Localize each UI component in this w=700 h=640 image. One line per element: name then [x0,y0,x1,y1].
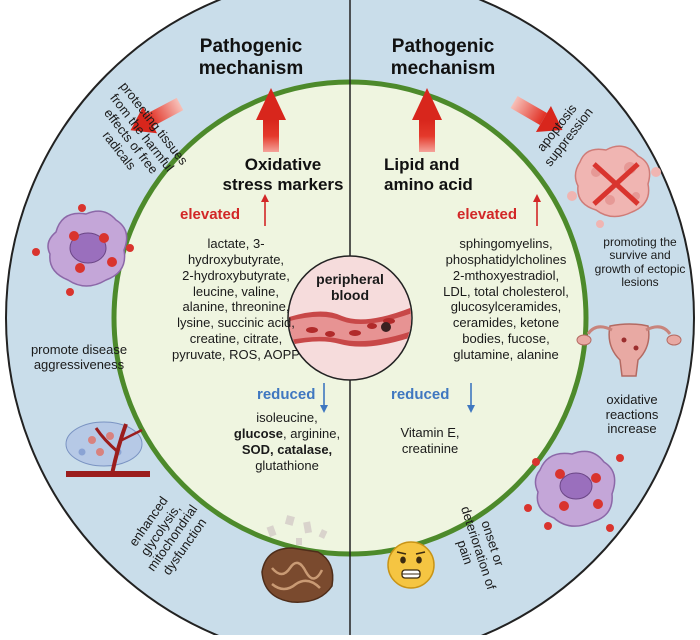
right-reduced-list: Vitamin E, creatinine [380,425,480,457]
list-item: isoleucine, [256,410,318,425]
right-elevated-list: sphingomyelins, phosphatidylcholines 2-m… [416,236,596,363]
list-item: creatinine [401,440,459,456]
list-item: lactate, 3- [207,236,265,251]
effect-oxidative-reactions: oxidative reactions increase [605,392,659,437]
list-item: SOD, catalase, [241,441,333,457]
list-item: alanine, threonine, [182,299,290,315]
list-item: glutamine, alanine [453,347,559,363]
elevated-arrow-left-icon [261,194,269,226]
list-item: glucose, arginine, [233,425,341,441]
list-item: hydroxybutyrate, [187,251,285,267]
left-reduced-label: reduced [257,386,316,403]
list-item: LDL, total cholesterol, [443,283,569,299]
blood-vessel-icon [289,306,411,347]
list-item: lysine, succinic acid, [177,315,295,331]
list-item: 2-mthoxyestradiol, [452,267,560,283]
reduced-arrow-right-icon [467,383,475,413]
left-elevated-label: elevated [180,206,241,223]
effect-promote-aggressiveness: promote disease aggressiveness [30,342,128,372]
tumor-vessel-icon [65,421,150,477]
elevated-arrow-right-icon [533,194,541,226]
right-mechanism-title: Pathogenic mechanism [390,36,496,79]
list-item: 2-hydroxybutyrate, [182,267,290,283]
right-elevated-label: elevated [457,206,518,223]
center-label: peripheral blood [316,271,384,303]
reduced-arrow-left-icon [320,383,328,413]
list-item: Vitamin E, [400,425,460,440]
arrow-up-right-icon [412,88,442,152]
left-elevated-list: lactate, 3- hydroxybutyrate, 2-hydroxybu… [148,236,324,363]
list-item: glutathione [255,457,319,473]
uterus-icon [576,323,682,377]
right-reduced-label: reduced [391,386,450,403]
list-item: phosphatidylcholines [445,251,567,267]
left-marker-title: Oxidative stress markers [222,155,344,194]
list-item: bodies, fucose, [462,331,550,347]
list-item: leucine, valine, [193,283,279,299]
left-reduced-list: isoleucine, glucose, arginine, SOD, cata… [226,410,348,473]
left-mechanism-title: Pathogenic mechanism [198,36,304,79]
list-item: ceramides, ketone [452,315,560,331]
center-disc [287,255,413,381]
apoptotic-cells-icon [567,145,661,228]
pain-face-icon [387,541,435,589]
right-marker-title: Lipid and amino acid [384,155,473,194]
mitochondria-icon [261,515,334,603]
list-item: pyruvate, ROS, AOPP [172,347,300,363]
effect-promoting-ectopic-lesions: promoting the survive and growth of ecto… [594,235,686,290]
oxidative-cell-icon [524,450,624,532]
arrow-diagonal-left-icon [130,97,184,134]
list-item: creatine, citrate, [189,331,283,347]
list-item: glucosylceramides, [450,299,562,315]
arrow-diagonal-right-icon [510,95,563,132]
cell-with-free-radicals-icon [32,204,134,296]
arrow-up-left-icon [256,88,286,152]
list-item: sphingomyelins, [459,236,553,251]
